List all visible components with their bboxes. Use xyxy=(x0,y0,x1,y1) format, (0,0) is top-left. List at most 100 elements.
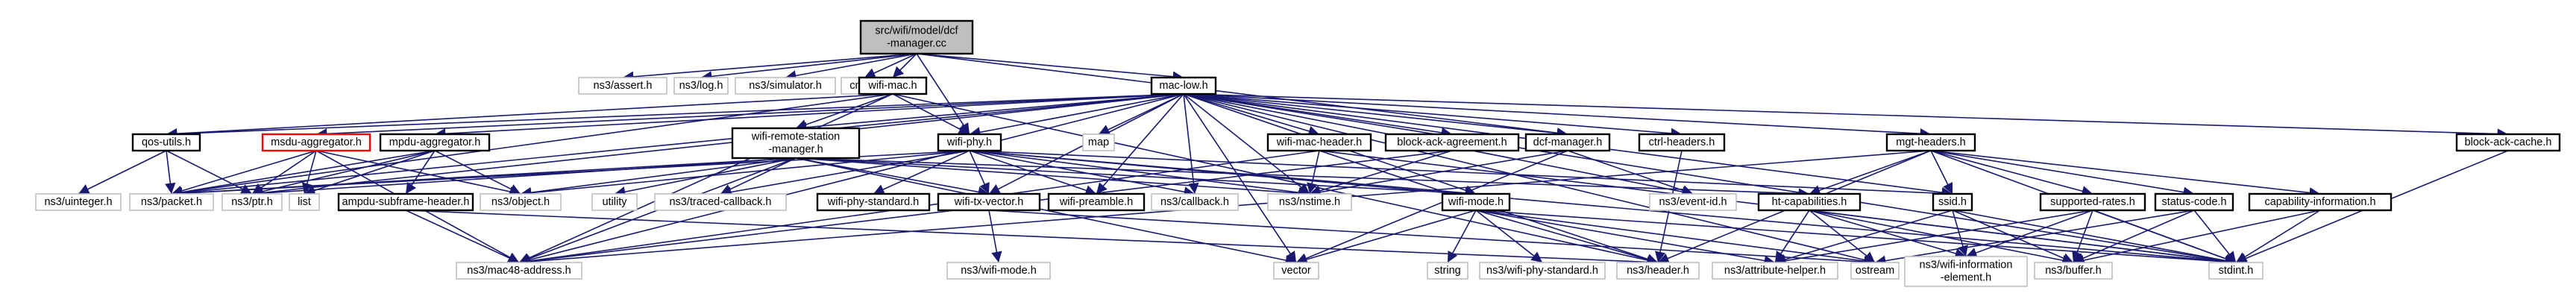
node-preamble[interactable]: wifi-preamble.h xyxy=(1047,192,1146,212)
node-label: utility xyxy=(602,196,627,208)
node-ssid[interactable]: ssid.h xyxy=(1932,192,1973,212)
edge-mgtheaders-to-ssid xyxy=(1930,150,1953,195)
edge-line xyxy=(2235,210,2321,263)
edge-remote-to-nstime xyxy=(795,157,1310,199)
edge-line xyxy=(795,93,893,130)
edge-maclow-to-ptr xyxy=(251,93,1184,198)
node-remote[interactable]: wifi-remote-station-manager.h xyxy=(731,127,861,160)
edge-line xyxy=(969,150,1953,199)
edge-line xyxy=(988,210,1876,268)
edge-remote-to-object xyxy=(520,157,797,198)
node-box xyxy=(1904,256,2028,287)
node-statuscode[interactable]: status-code.h xyxy=(2154,192,2234,212)
edge-root-to-log xyxy=(700,53,917,82)
node-label: ns3/wifi-phy-standard.h xyxy=(1486,265,1598,277)
edge-root-to-wifiphy xyxy=(916,53,970,135)
node-label: mpdu-aggregator.h xyxy=(389,136,481,148)
node-qosutils[interactable]: qos-utils.h xyxy=(131,133,201,152)
node-blockackagr[interactable]: block-ack-agreement.h xyxy=(1384,133,1520,152)
edge-line xyxy=(166,93,1184,139)
edge-htcap-to-buffer xyxy=(1809,210,2074,266)
edge-line xyxy=(166,150,253,195)
edge-mgtheaders-to-statuscode xyxy=(1930,150,2195,198)
node-msduagg[interactable]: msdu-aggregator.h xyxy=(261,133,371,152)
node-packet: ns3/packet.h xyxy=(129,193,214,211)
edge-mgtheaders-to-htcap xyxy=(1809,150,1932,195)
edge-mgtheaders-to-capinfo xyxy=(1930,150,2321,198)
edge-line xyxy=(1930,150,1953,195)
node-label: status-code.h xyxy=(2161,196,2226,208)
node-phystandard[interactable]: wifi-phy-standard.h xyxy=(816,192,931,212)
edge-wifimac-to-qosutils xyxy=(166,93,893,139)
node-callback: ns3/callback.h xyxy=(1151,193,1239,211)
edge-line xyxy=(795,157,1310,199)
edge-wifiphy-to-txvector xyxy=(969,150,990,195)
node-label: wifi-tx-vector.h xyxy=(954,196,1024,208)
edge-maclow-to-mgtheaders xyxy=(1183,93,1932,139)
node-box xyxy=(2034,262,2113,280)
node-mgtheaders[interactable]: mgt-headers.h xyxy=(1885,133,1976,152)
node-wifimac[interactable]: wifi-mac.h xyxy=(858,76,928,95)
node-supprates[interactable]: supported-rates.h xyxy=(2039,192,2146,212)
edge-capinfo-to-stdint xyxy=(2235,210,2321,263)
node-wifimode[interactable]: wifi-mode.h xyxy=(1441,192,1511,212)
node-label: mac-low.h xyxy=(1159,80,1207,92)
edge-line xyxy=(2193,210,2237,263)
node-label: mgt-headers.h xyxy=(1896,136,1966,148)
edge-line xyxy=(2073,210,2321,266)
node-ampdusub[interactable]: ampdu-subframe-header.h xyxy=(337,192,474,212)
edge-line xyxy=(1930,150,2195,198)
node-mpduagg[interactable]: mpdu-aggregator.h xyxy=(379,133,491,152)
edge-line xyxy=(1952,210,2074,263)
edge-line xyxy=(795,157,1297,266)
edge-line xyxy=(1809,210,1876,263)
node-box xyxy=(578,77,667,95)
edge-line xyxy=(1183,93,1683,139)
node-box xyxy=(1266,133,1372,152)
node-ctrlheaders[interactable]: ctrl-headers.h xyxy=(1638,133,1726,152)
node-box xyxy=(816,192,931,212)
node-box xyxy=(131,133,201,152)
edge-line xyxy=(1183,93,1297,263)
node-ostream: ostream xyxy=(1850,262,1900,280)
node-label: ns3/log.h xyxy=(679,80,723,92)
node-box xyxy=(2248,192,2393,212)
node-dcfmgr[interactable]: dcf-manager.h xyxy=(1524,133,1611,152)
node-label: dcf-manager.h xyxy=(1533,136,1603,148)
node-label: wifi-remote-station xyxy=(751,131,840,143)
node-htcap[interactable]: ht-capabilities.h xyxy=(1757,192,1862,212)
node-label: ht-capabilities.h xyxy=(1772,196,1847,208)
node-wifiphy[interactable]: wifi-phy.h xyxy=(937,133,1002,152)
node-macheader[interactable]: wifi-mac-header.h xyxy=(1266,133,1372,152)
edge-line xyxy=(916,53,1568,139)
edge-line xyxy=(434,93,1184,139)
edge-line xyxy=(892,93,970,135)
edge-line xyxy=(1475,210,1876,267)
edge-root-to-wifimac xyxy=(892,53,917,78)
node-box xyxy=(1712,262,1838,280)
edge-maclow-to-mpduagg xyxy=(434,93,1184,139)
node-root[interactable]: src/wifi/model/dcf-manager.cc xyxy=(859,19,974,55)
node-box xyxy=(379,133,491,152)
edge-wifiphy-to-callback xyxy=(969,150,1196,198)
edge-line xyxy=(518,93,893,263)
edge-ampdusub-to-header xyxy=(405,210,1659,268)
node-box xyxy=(222,193,283,211)
edge-root-to-assert xyxy=(622,53,917,83)
node-string: string xyxy=(1427,262,1468,280)
node-blockackcache[interactable]: block-ack-cache.h xyxy=(2455,133,2561,152)
node-box xyxy=(480,193,562,211)
node-label: src/wifi/model/dcf xyxy=(875,25,958,37)
node-label: list xyxy=(298,196,311,208)
node-label: -element.h xyxy=(1941,272,1992,284)
edge-line xyxy=(165,150,176,195)
node-maclow[interactable]: mac-low.h xyxy=(1150,76,1217,95)
node-physstdns3: ns3/wifi-phy-standard.h xyxy=(1479,262,1606,280)
node-capinfo[interactable]: capability-information.h xyxy=(2248,192,2393,212)
edge-mpduagg-to-list xyxy=(304,150,436,196)
edge-statuscode-to-buffer xyxy=(2073,210,2195,263)
edge-line xyxy=(795,93,1184,133)
node-txvector[interactable]: wifi-tx-vector.h xyxy=(937,192,1041,212)
edge-dcfmgr-to-vector xyxy=(1295,150,1568,264)
edge-htcap-to-attrhelper xyxy=(1774,210,1810,263)
